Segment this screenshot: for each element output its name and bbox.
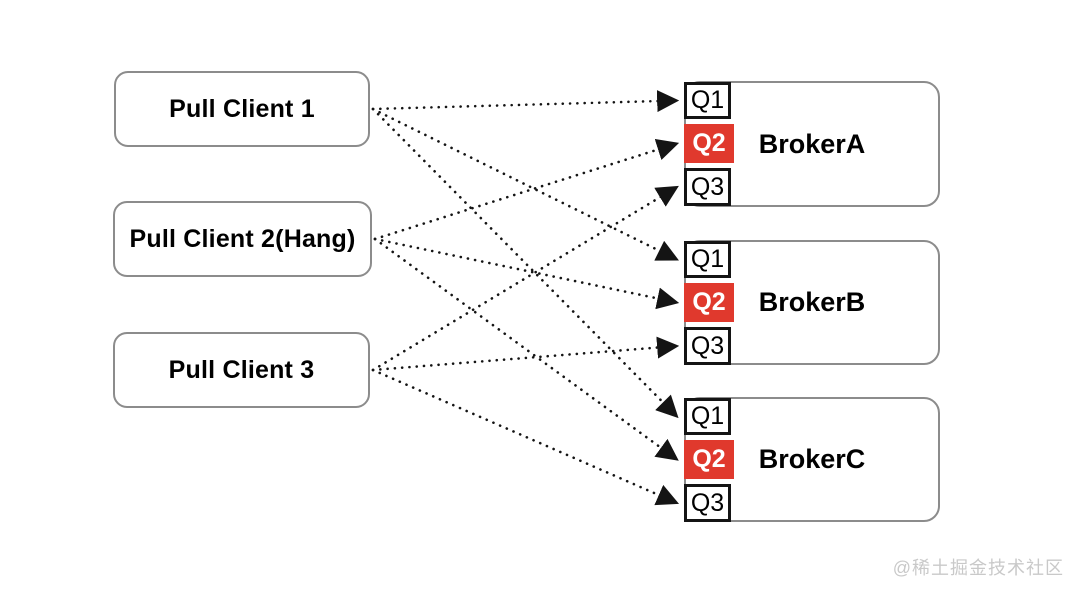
watermark: @稀土掘金技术社区 xyxy=(892,558,1064,578)
client-box-client3: Pull Client 3 xyxy=(113,332,370,408)
client-label-client3: Pull Client 3 xyxy=(168,355,315,384)
client-label-client1: Pull Client 1 xyxy=(169,94,315,123)
connection-client1-brokerC-Q1 xyxy=(371,107,679,419)
connection-client3-brokerA-Q3 xyxy=(371,185,679,372)
client-label-client2: Pull Client 2(Hang) xyxy=(129,224,356,253)
queue-box-brokerC-Q1: Q1 xyxy=(684,398,731,435)
queue-box-brokerC-Q3: Q3 xyxy=(684,484,731,522)
connection-client3-brokerC-Q3 xyxy=(371,368,680,506)
queue-box-brokerA-Q2: Q2 xyxy=(684,124,734,163)
broker-label-brokerB: BrokerB xyxy=(758,287,866,317)
queue-box-brokerB-Q3: Q3 xyxy=(684,327,731,365)
broker-label-brokerC: BrokerC xyxy=(758,444,866,474)
connection-client3-brokerB-Q3 xyxy=(371,336,680,372)
queue-box-brokerB-Q1: Q1 xyxy=(684,241,731,278)
client-box-client1: Pull Client 1 xyxy=(114,71,370,147)
connection-client1-brokerA-Q1 xyxy=(371,90,680,113)
client-box-client2: Pull Client 2(Hang) xyxy=(113,201,372,277)
queue-box-brokerB-Q2: Q2 xyxy=(684,283,734,322)
queue-box-brokerC-Q2: Q2 xyxy=(684,440,734,479)
connection-client2-brokerA-Q2 xyxy=(373,138,680,241)
connection-client2-brokerB-Q2 xyxy=(373,237,680,310)
broker-label-brokerA: BrokerA xyxy=(758,128,866,159)
queue-box-brokerA-Q1: Q1 xyxy=(684,82,731,119)
queue-box-brokerA-Q3: Q3 xyxy=(684,168,731,206)
